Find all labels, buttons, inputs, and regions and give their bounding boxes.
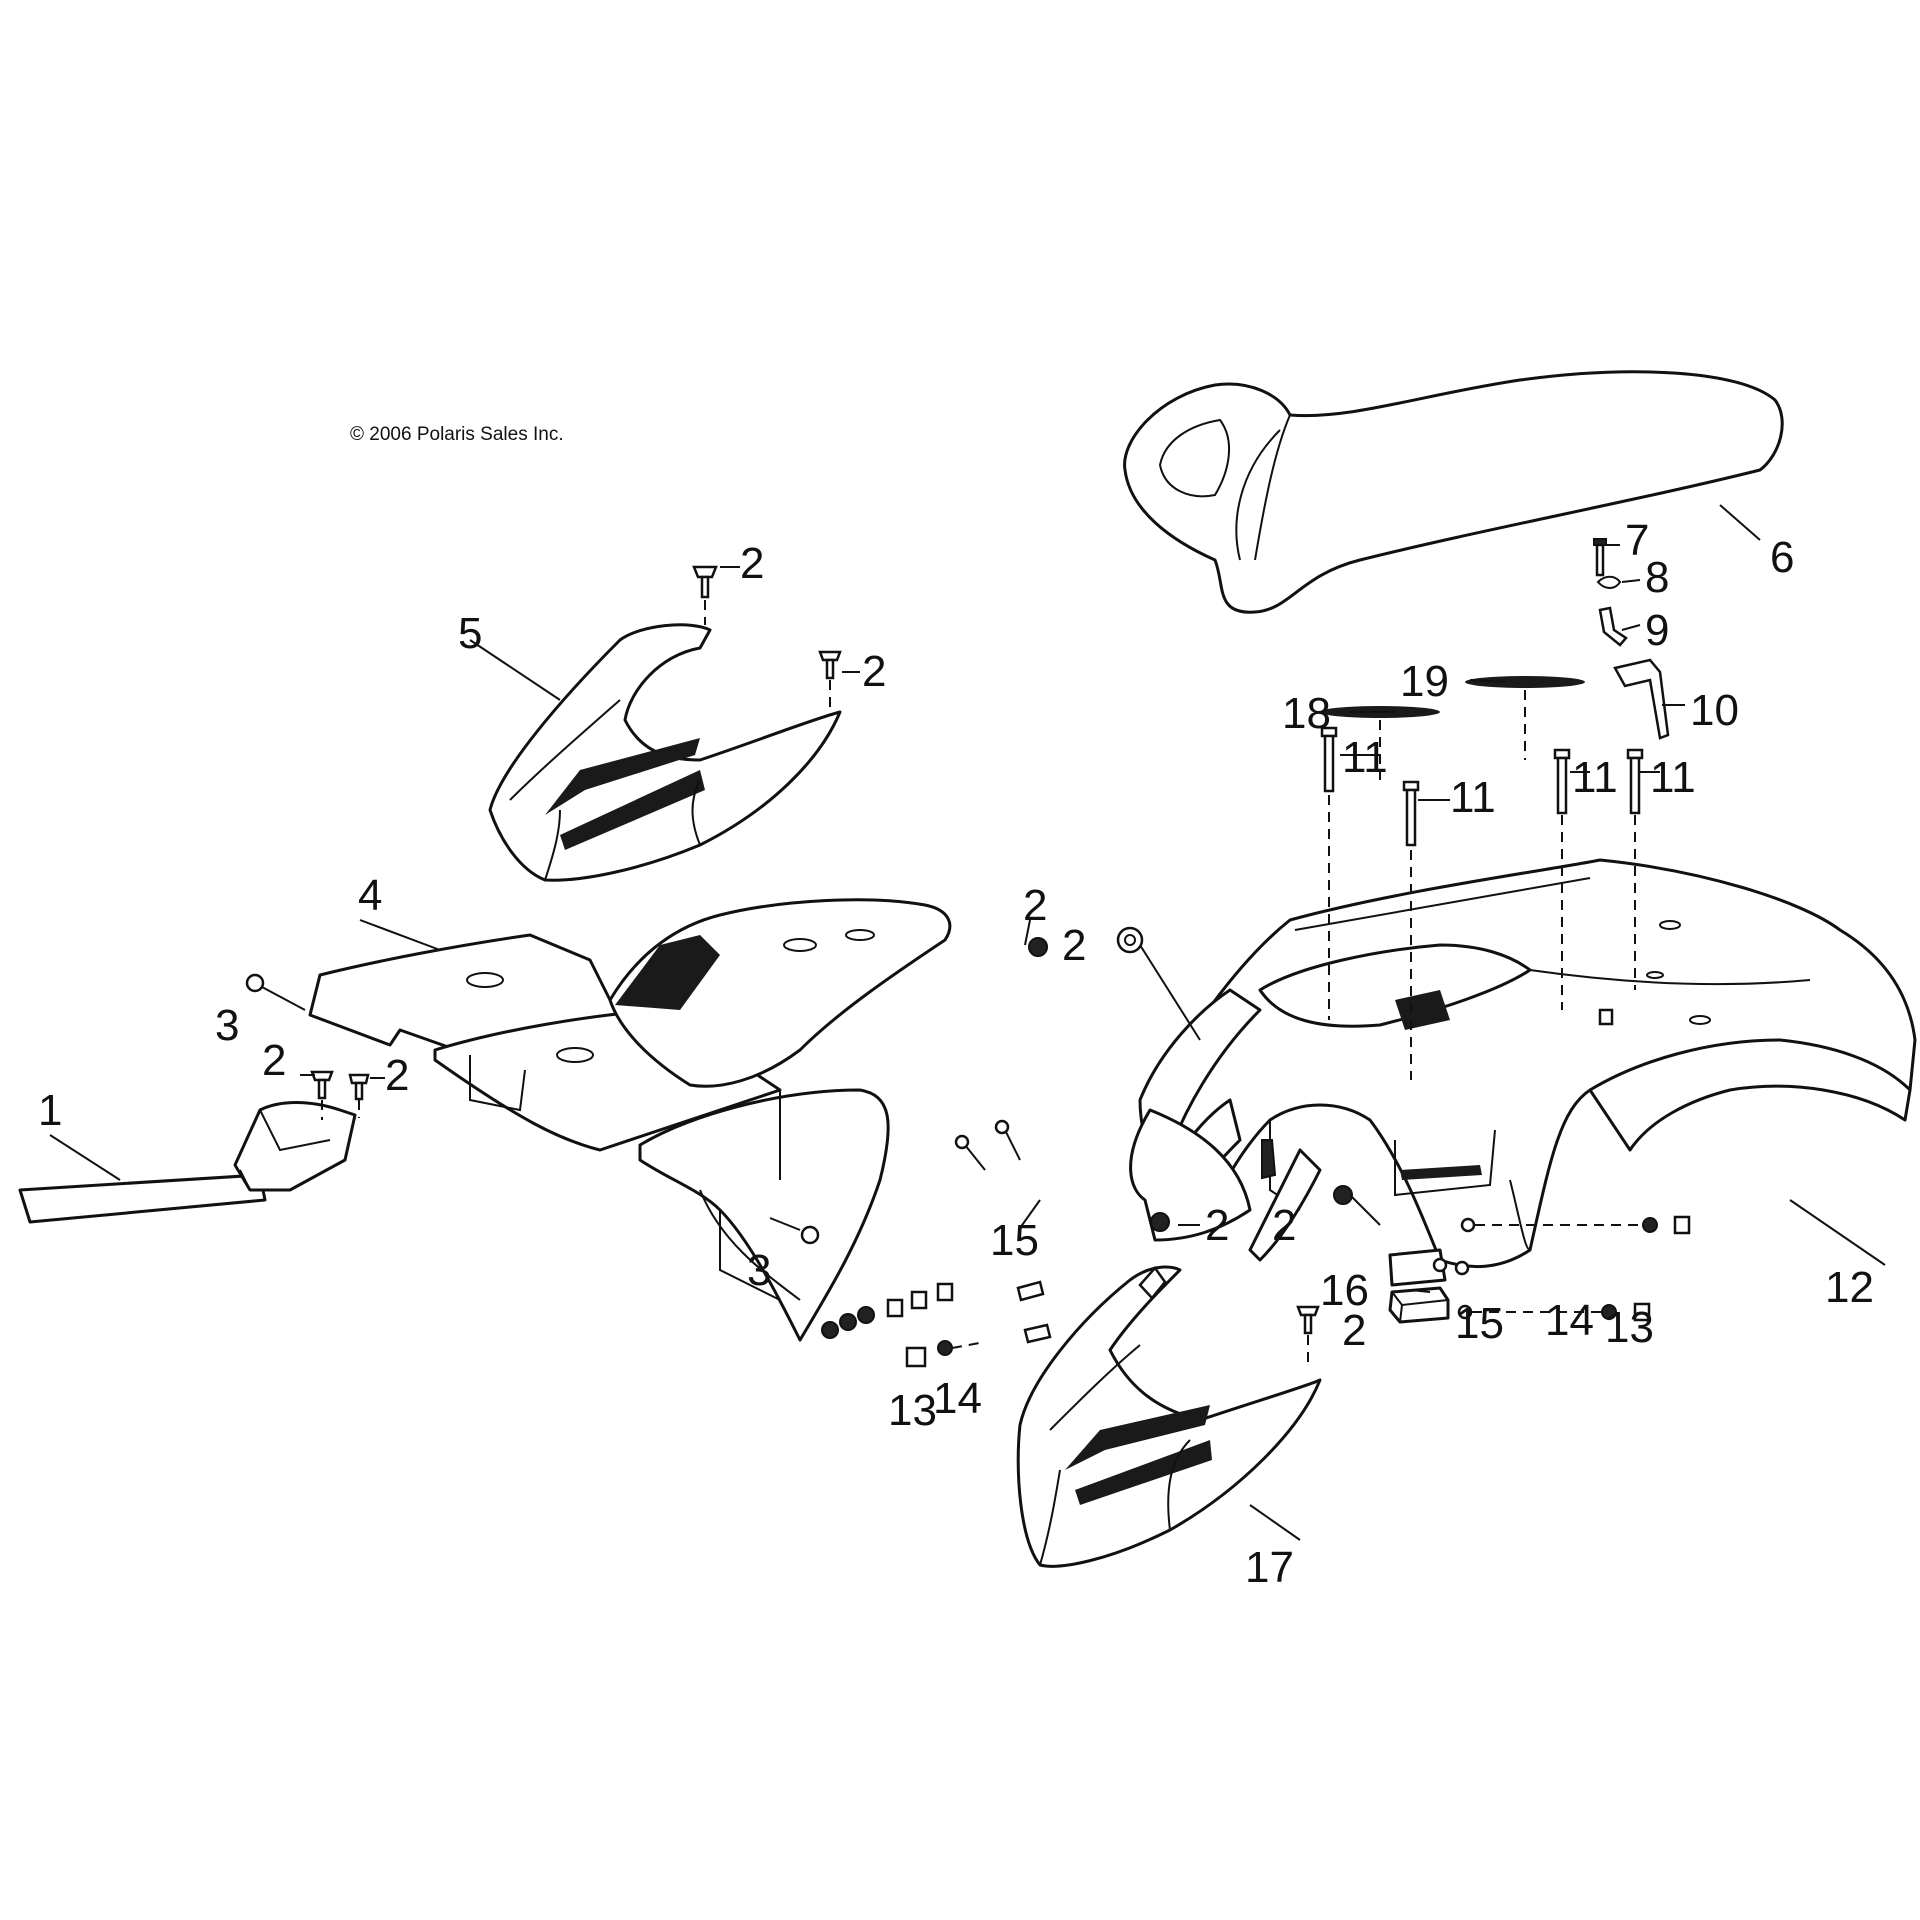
latch-hook-part-9: [1598, 606, 1628, 647]
rivet-part-2-b: [818, 650, 842, 680]
rubber-block-part-16: [1388, 1286, 1450, 1324]
callout-2-c: 2: [1023, 881, 1047, 930]
rear-mud-flap: [1129, 1108, 1277, 1242]
callout-2-a: 2: [740, 539, 764, 588]
callout-4: 4: [358, 871, 382, 920]
rivet-part-2-c: [310, 1070, 334, 1100]
latch-spring-part-8: [1596, 575, 1622, 589]
callout-19: 19: [1400, 657, 1449, 706]
screw-part-3-a: [245, 973, 306, 1011]
front-side-panel-part-5: [488, 623, 842, 882]
grommet-part-2-h: [1150, 1212, 1170, 1232]
leader-lines: [49, 504, 1886, 1541]
callout-2-e: 2: [262, 1036, 286, 1085]
callout-14-a: 14: [933, 1374, 982, 1423]
latch-screw-part-7: [1593, 538, 1607, 577]
callout-10: 10: [1690, 686, 1739, 735]
callout-11-d: 11: [1650, 753, 1696, 802]
callout-11-b: 11: [1450, 773, 1496, 822]
callout-3-a: 3: [215, 1001, 239, 1050]
callout-8: 8: [1645, 553, 1669, 602]
bolt-part-11-b: [1402, 780, 1420, 847]
seat-part-6: [1123, 370, 1784, 614]
callout-16: 16: [1320, 1266, 1369, 1315]
copyright-text: © 2006 Polaris Sales Inc.: [350, 424, 564, 445]
callout-15-b: 15: [1455, 1299, 1504, 1348]
callout-2-h: 2: [1272, 1201, 1296, 1250]
rivet-part-2-d: [348, 1073, 370, 1101]
callout-9: 9: [1645, 606, 1669, 655]
callout-17: 17: [1245, 1543, 1294, 1592]
footrest-part-1: [18, 1101, 357, 1224]
callout-6: 6: [1770, 533, 1794, 582]
callout-2-i: 2: [1342, 1306, 1366, 1355]
latch-bracket-part-10: [1613, 658, 1670, 740]
grommet-part-2-f: [1116, 926, 1144, 954]
seal-part-19: [1465, 676, 1585, 688]
callout-11-c: 11: [1572, 753, 1618, 802]
grommet-part-2-g: [1333, 1185, 1353, 1205]
callout-14-b: 14: [1545, 1296, 1594, 1345]
rear-fender-part-12: [1138, 858, 1917, 1287]
callout-labels: 1 2 2 2 2 2 2 2 2 2 3 3 4 5 6 7 8 9 10 1…: [38, 516, 1874, 1592]
callout-7: 7: [1625, 516, 1649, 565]
rivet-part-2-i: [1296, 1305, 1320, 1335]
rear-fender-hardware: [1432, 1008, 1691, 1322]
callout-12: 12: [1825, 1263, 1874, 1312]
callout-18: 18: [1282, 689, 1331, 738]
assembly-lines: [321, 600, 1636, 1365]
callout-2-g: 2: [1205, 1201, 1229, 1250]
callout-11-a: 11: [1342, 733, 1388, 782]
front-fender-hardware: [821, 1119, 1052, 1368]
callout-5: 5: [458, 609, 482, 658]
callout-1: 1: [38, 1086, 62, 1135]
rear-side-panel-part-17: [1016, 1265, 1322, 1568]
front-fender-part-4: [308, 898, 952, 1342]
callout-2-d: 2: [1062, 921, 1086, 970]
bolt-part-11-a: [1320, 726, 1338, 793]
callout-15-a: 15: [990, 1216, 1039, 1265]
grommet-part-2-e: [1028, 937, 1048, 957]
bolt-part-11-d: [1626, 748, 1644, 815]
bolt-part-11-c: [1553, 748, 1571, 815]
callout-13-a: 13: [888, 1386, 937, 1435]
screw-part-3-b: [769, 1217, 820, 1245]
rivet-part-2-a: [692, 565, 718, 599]
callout-2-b: 2: [862, 647, 886, 696]
callout-13-b: 13: [1605, 1303, 1654, 1352]
callout-2-f: 2: [385, 1051, 409, 1100]
callout-3-b: 3: [747, 1246, 771, 1295]
